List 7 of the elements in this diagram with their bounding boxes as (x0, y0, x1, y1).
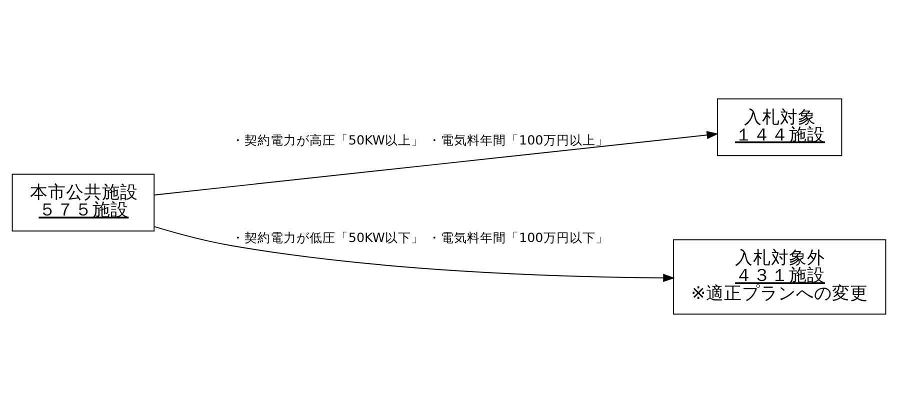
edge-label: ・契約電力が低圧「50KW以下」 ・電気料年間「100万円以下」 (231, 230, 608, 246)
node-box: 入札対象外 ４３１施設 ※適正プランへの変更 (672, 239, 886, 315)
arrow (154, 130, 718, 196)
node-box: 入札対象 １４４施設 (717, 98, 842, 156)
edge-label: ・契約電力が高圧「50KW以上」 ・電気料年間「100万円以上」 (231, 132, 608, 148)
node-box: 本市公共施設 ５７５施設 (12, 174, 155, 232)
arrow (154, 226, 675, 282)
